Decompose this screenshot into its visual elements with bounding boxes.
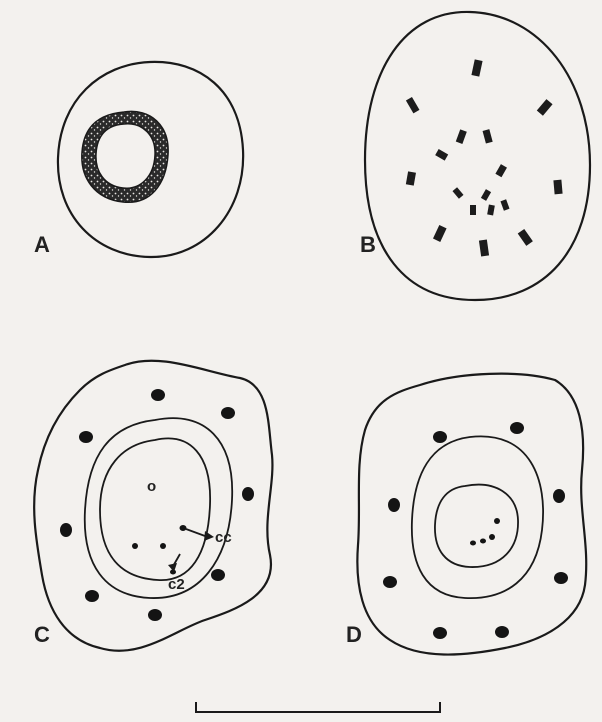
chromosome: [406, 171, 416, 185]
panel-a-label: A: [34, 232, 50, 257]
centriole: [470, 541, 476, 546]
panel-b-cell-outline: [365, 12, 590, 300]
chromosome: [406, 97, 420, 113]
granule: [383, 576, 397, 588]
panel-a: A: [34, 62, 243, 257]
granule: [151, 389, 165, 401]
chromosome: [479, 240, 489, 257]
granule: [148, 609, 162, 621]
centriole: [180, 525, 187, 531]
panel-d-centrioles: [470, 518, 500, 546]
panel-d: D: [346, 374, 586, 655]
panel-b-label: B: [360, 232, 376, 257]
chromosome: [553, 180, 562, 195]
panel-d-nuclear-envelope-outer: [412, 436, 543, 598]
granule: [433, 431, 447, 443]
granule: [510, 422, 524, 434]
panel-c-centrioles: [132, 525, 187, 575]
granule: [85, 590, 99, 602]
chromosome: [500, 199, 509, 210]
chromosome: [435, 149, 448, 161]
panel-b-chromosomes: [406, 59, 563, 256]
panel-d-nucleus-inner: [435, 485, 518, 567]
granule: [433, 627, 447, 639]
panel-b: B: [360, 12, 590, 300]
panel-c-annotation-o: o: [147, 478, 156, 495]
scale-bar: [196, 702, 440, 713]
panel-d-label: D: [346, 622, 362, 647]
granule: [221, 407, 235, 419]
panel-d-peripheral-granules: [383, 422, 568, 639]
chromosome: [487, 205, 495, 216]
panel-d-cell-outline: [357, 374, 586, 655]
granule: [388, 498, 400, 512]
cc-pointer: [186, 529, 205, 536]
granule: [60, 523, 72, 537]
panel-c-label: C: [34, 622, 50, 647]
granule: [553, 489, 565, 503]
chromosome: [456, 129, 467, 144]
granule: [79, 431, 93, 443]
chromosome: [471, 59, 482, 76]
panel-c-annotation-cc: cc: [215, 529, 232, 546]
panel-c-annotation-c2: c2: [168, 576, 185, 593]
granule: [211, 569, 225, 581]
centriole: [132, 543, 138, 549]
centriole: [480, 539, 486, 544]
panel-a-nucleus-ring: [82, 111, 168, 202]
centriole: [489, 534, 495, 540]
chromosome: [483, 129, 493, 143]
chromosome: [452, 187, 463, 199]
chromosome: [481, 189, 491, 201]
granule: [495, 626, 509, 638]
centriole: [160, 543, 166, 549]
cc-arrowhead: [204, 531, 214, 541]
chromosome: [470, 205, 476, 215]
panel-c-nuclear-envelope-inner: [100, 438, 210, 580]
panel-c-peripheral-granules: [60, 389, 254, 621]
chromosome: [518, 229, 533, 246]
granule: [242, 487, 254, 501]
panel-c-cell-outline: [34, 361, 272, 651]
centriole: [494, 518, 500, 524]
chromosome: [495, 164, 507, 177]
chromosome: [537, 99, 553, 116]
chromosome: [433, 225, 447, 242]
panel-c: o cc c2 C: [34, 361, 272, 651]
granule: [554, 572, 568, 584]
